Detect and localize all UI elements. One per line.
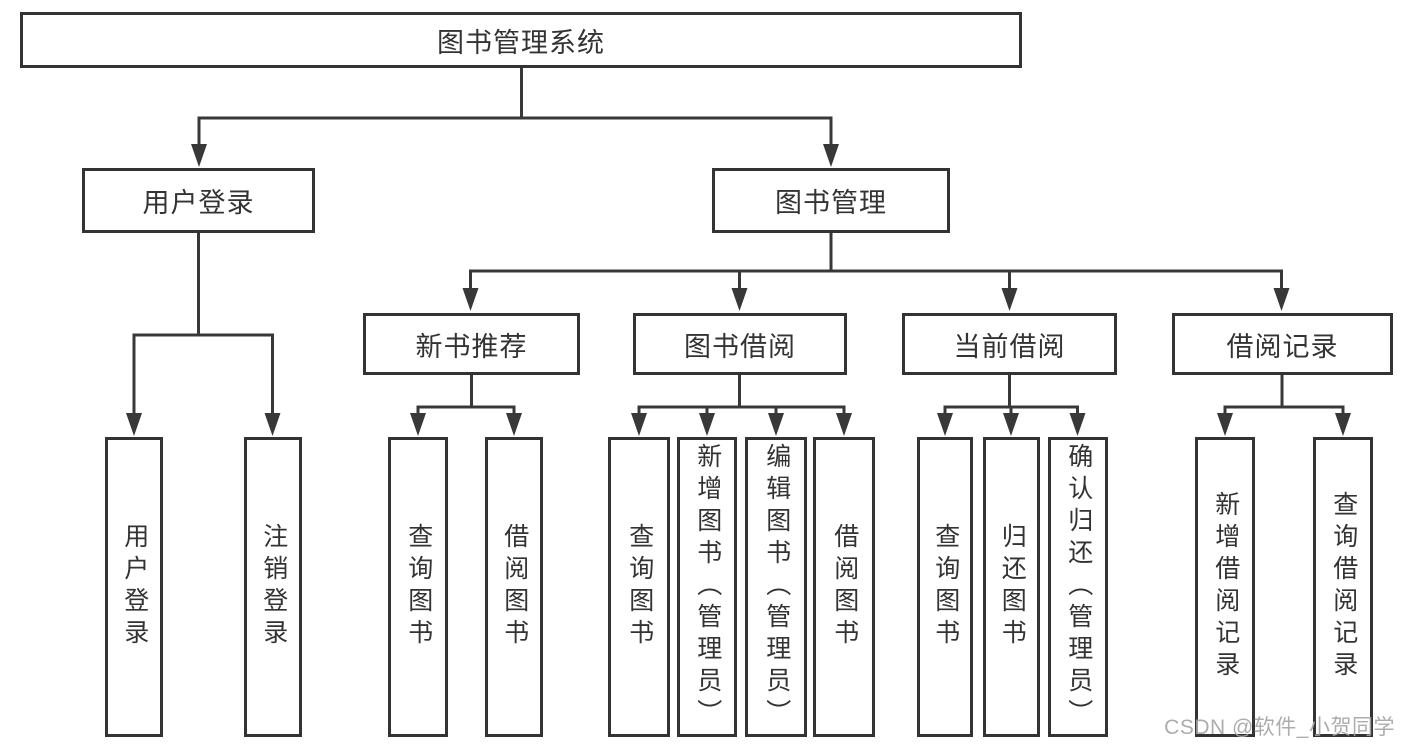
leaf-label: 新增图书（管理员） (693, 443, 722, 731)
leaf-edit-book-admin: 编辑图书（管理员） (745, 437, 807, 737)
leaf-query-books-current: 查询图书 (917, 437, 973, 737)
leaf-label: 注销登录 (259, 523, 288, 651)
connector-book-management-children (469, 231, 1283, 292)
arrow-down-icon (126, 413, 142, 436)
leaf-return-book: 归还图书 (983, 437, 1040, 737)
node-label: 新书推荐 (415, 331, 528, 362)
connector-book-borrow-children (637, 373, 846, 417)
node-book-management: 图书管理 (712, 168, 950, 233)
leaf-label: 编辑图书（管理员） (762, 443, 791, 731)
arrow-down-icon (836, 413, 852, 436)
node-book-borrow: 图书借阅 (633, 313, 847, 375)
node-root: 图书管理系统 (20, 12, 1022, 68)
connector-borrow-records-children (1223, 373, 1345, 417)
leaf-label: 确认归还（管理员） (1064, 443, 1093, 731)
arrow-down-icon (264, 413, 281, 436)
leaf-label: 查询图书 (404, 523, 433, 651)
node-label: 当前借阅 (953, 331, 1066, 362)
connector-new-book-children (416, 373, 516, 417)
arrowheads (126, 144, 1351, 436)
arrow-down-icon (506, 413, 522, 436)
arrow-down-icon (1003, 413, 1019, 436)
arrow-down-icon (191, 144, 207, 167)
leaf-label: 查询图书 (931, 523, 960, 651)
arrow-down-icon (1273, 288, 1290, 311)
leaf-confirm-return-admin: 确认归还（管理员） (1048, 437, 1108, 737)
connector-root-to-level2 (197, 66, 833, 148)
leaf-label: 归还图书 (998, 523, 1027, 651)
leaf-logout: 注销登录 (244, 437, 302, 737)
leaf-label: 查询图书 (625, 523, 654, 651)
arrow-down-icon (731, 288, 748, 311)
leaf-label: 借阅图书 (830, 523, 859, 651)
arrow-down-icon (462, 288, 479, 311)
leaf-label: 查询借阅记录 (1329, 491, 1358, 683)
leaf-query-books-borrow: 查询图书 (608, 437, 670, 737)
connector-user-login-children (132, 231, 274, 417)
arrow-down-icon (1001, 288, 1018, 311)
node-new-book-recommend: 新书推荐 (363, 313, 580, 375)
arrow-down-icon (699, 413, 715, 436)
node-label: 借阅记录 (1226, 331, 1339, 362)
leaf-label: 用户登录 (120, 523, 149, 651)
leaf-borrow-books-newbook: 借阅图书 (485, 437, 543, 737)
leaf-query-borrow-record: 查询借阅记录 (1313, 437, 1373, 737)
arrow-down-icon (768, 413, 784, 436)
arrow-down-icon (1335, 413, 1351, 436)
leaf-add-borrow-record: 新增借阅记录 (1195, 437, 1255, 737)
leaf-user-login: 用户登录 (105, 437, 163, 737)
leaf-query-books-newbook: 查询图书 (388, 437, 448, 737)
connector-current-borrow-children (943, 373, 1079, 417)
node-user-login: 用户登录 (82, 168, 315, 233)
arrow-down-icon (823, 144, 839, 167)
arrow-down-icon (1217, 413, 1233, 436)
node-label: 图书借阅 (684, 331, 796, 362)
arrow-down-icon (937, 413, 953, 436)
arrow-down-icon (631, 413, 647, 436)
arrow-down-icon (1069, 413, 1086, 436)
leaf-add-book-admin: 新增图书（管理员） (677, 437, 737, 737)
node-current-borrow: 当前借阅 (902, 313, 1117, 375)
leaf-borrow-books-borrow: 借阅图书 (813, 437, 875, 737)
leaf-label: 借阅图书 (500, 523, 529, 651)
arrow-down-icon (410, 413, 426, 436)
node-borrow-records: 借阅记录 (1172, 313, 1393, 375)
node-label: 图书管理系统 (437, 27, 605, 58)
csdn-watermark: CSDN @软件_小贺同学 (1164, 716, 1395, 739)
leaf-label: 新增借阅记录 (1211, 491, 1240, 683)
node-label: 用户登录 (142, 188, 255, 218)
node-label: 图书管理 (775, 188, 887, 218)
